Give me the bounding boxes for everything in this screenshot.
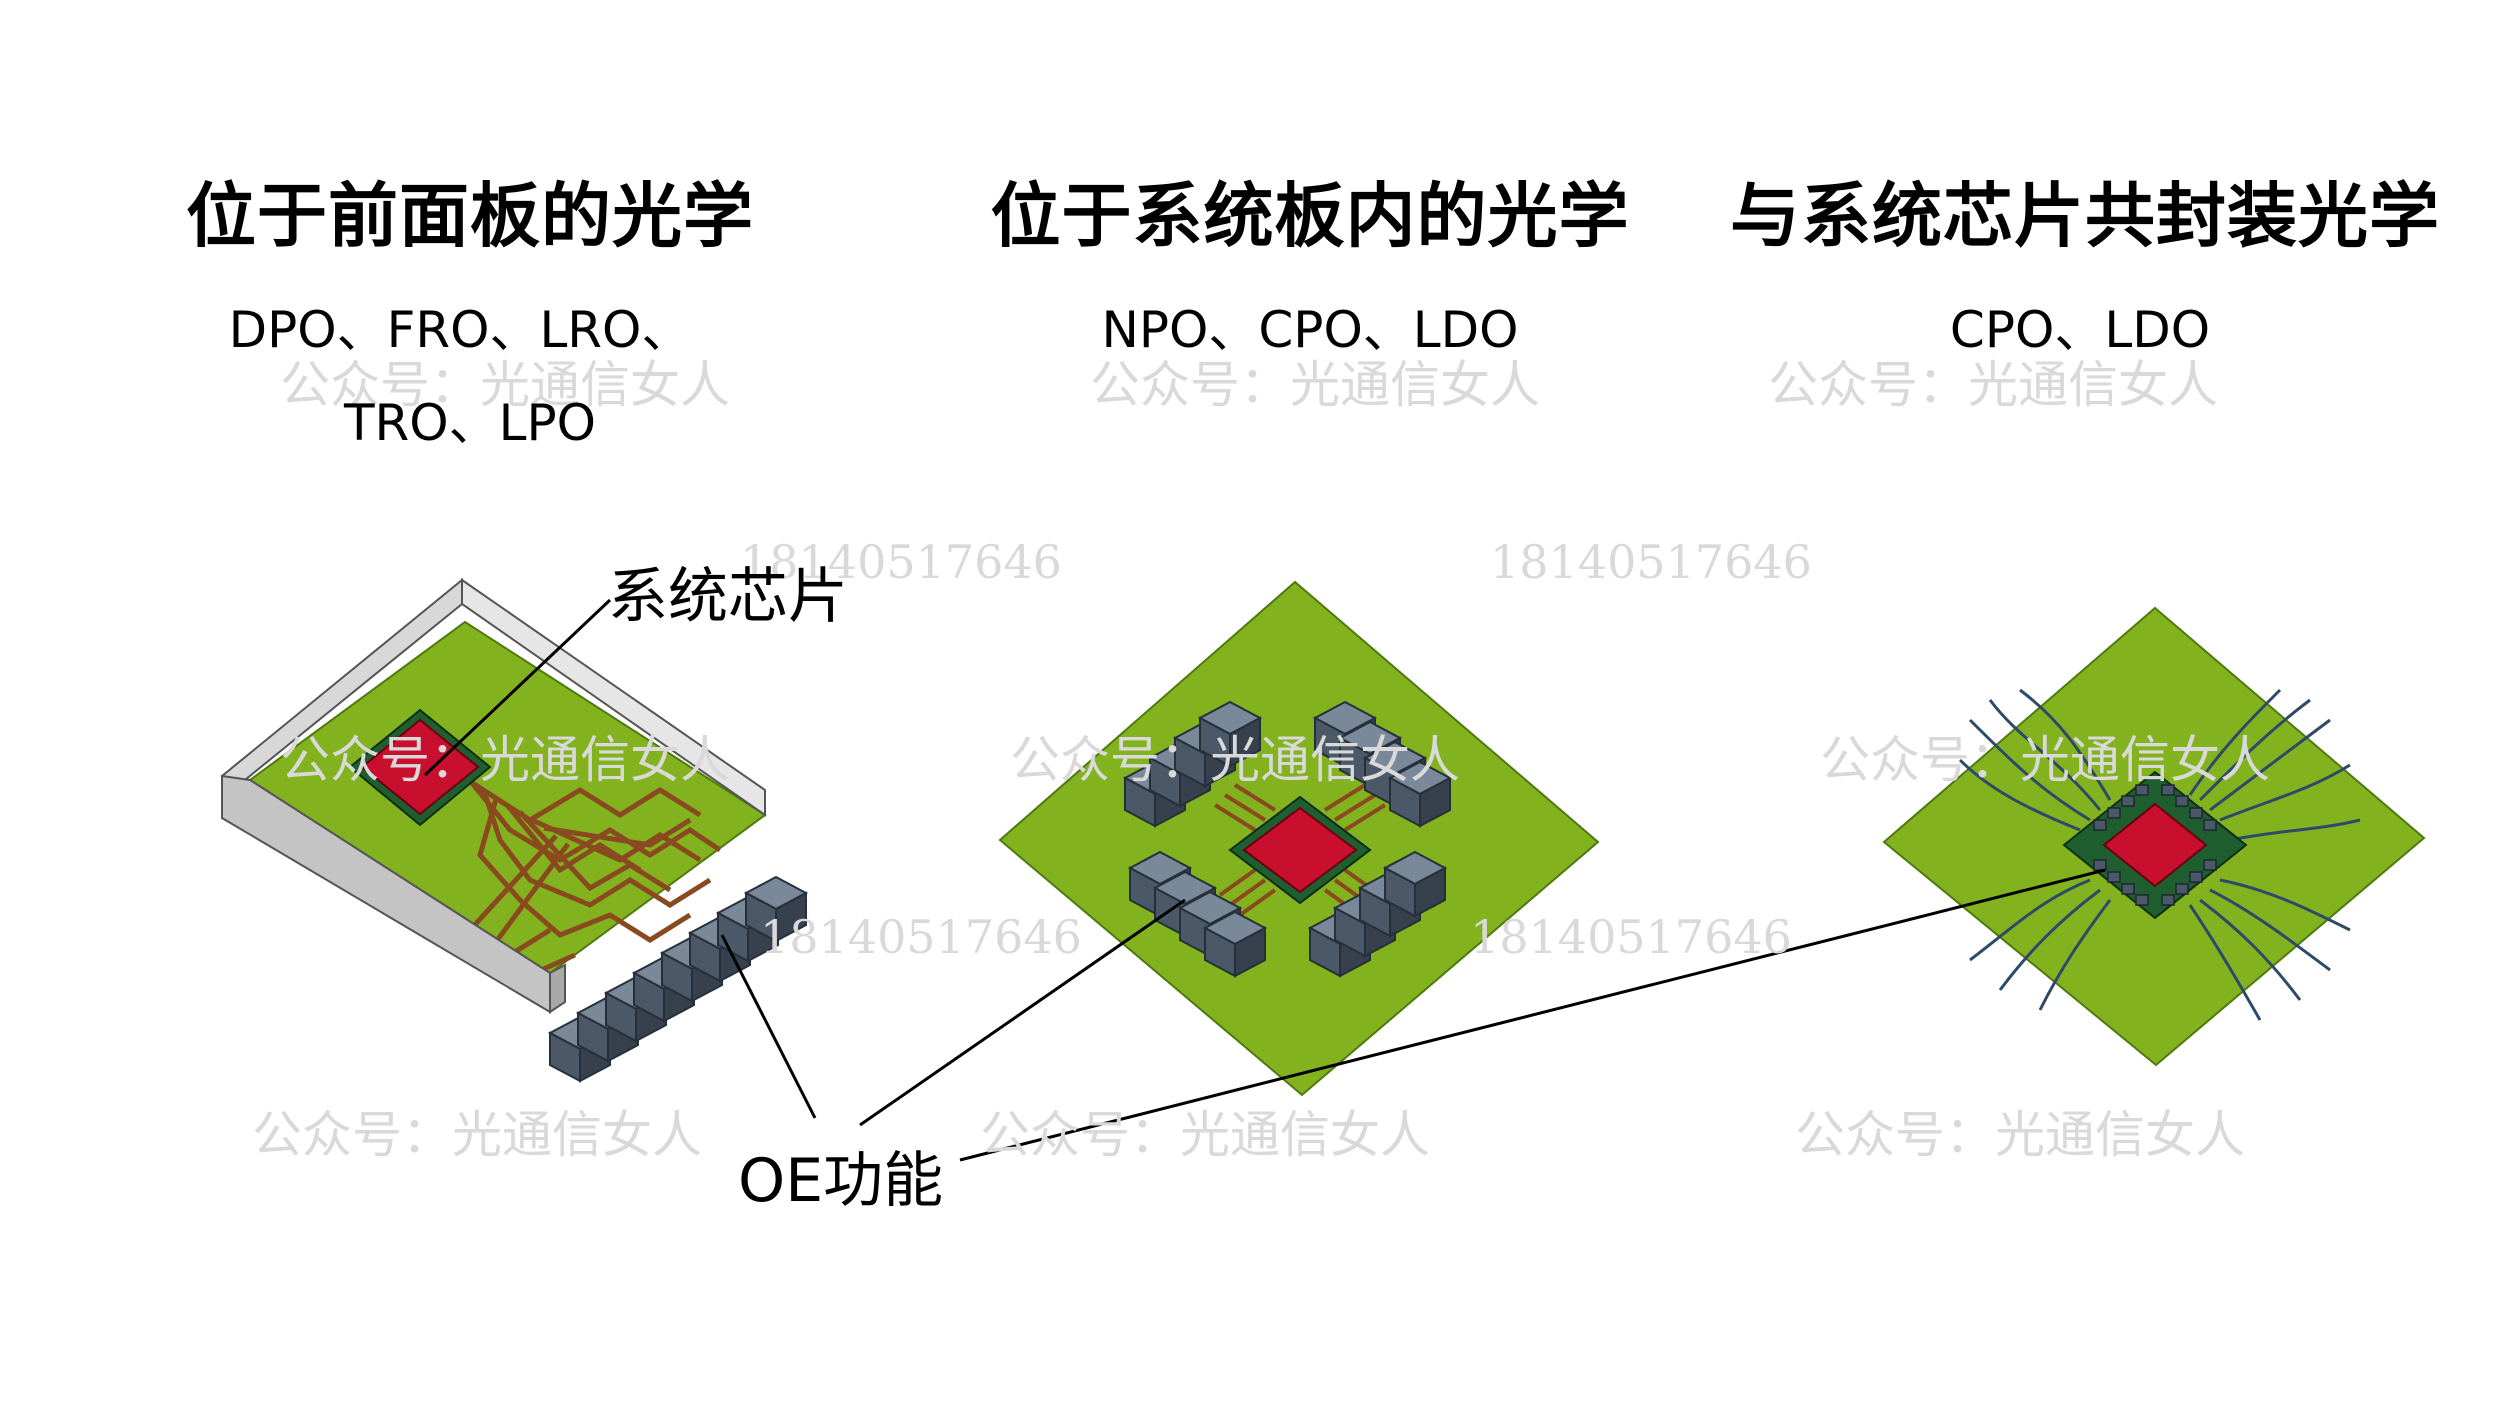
label-system-chip: 系统芯片 [608, 562, 848, 632]
heading-front-panel: 位于前面板的光学 [186, 175, 754, 257]
cage-front-lip [549, 963, 566, 1014]
system-chip-on-board [1242, 806, 1358, 894]
heading-co-packaged: 与系统芯片共封装光学 [1730, 175, 2440, 257]
on-board-module [998, 580, 1600, 1097]
subtitle-co-packaged: CPO、LDO [1949, 301, 2211, 359]
system-chip-co-packaged [2102, 802, 2208, 888]
label-oe-function: OE功能 [738, 1146, 944, 1216]
front-panel-module [220, 577, 807, 1082]
leader-oe-front-panel [720, 934, 817, 1119]
co-packaged-module [1882, 606, 2426, 1067]
subtitle-front-panel-line1: DPO、FRO、LRO、 [228, 301, 692, 359]
callout-lines [423, 598, 2106, 1162]
leader-oe-co-packaged [959, 868, 2106, 1162]
leader-oe-on-board [859, 898, 1186, 1127]
heading-on-board: 位于系统板内的光学 [990, 175, 1630, 257]
subtitle-front-panel-line2: TRO、LPO [343, 394, 596, 452]
optical-fibers [1958, 688, 2361, 1021]
cage-top-edge [461, 578, 766, 817]
system-chip-front-panel [360, 718, 480, 816]
leader-system-chip [423, 598, 612, 777]
subtitle-on-board: NPO、CPO、LDO [1101, 301, 1519, 359]
board-front-panel [248, 620, 767, 975]
signal-traces [1213, 783, 1387, 917]
